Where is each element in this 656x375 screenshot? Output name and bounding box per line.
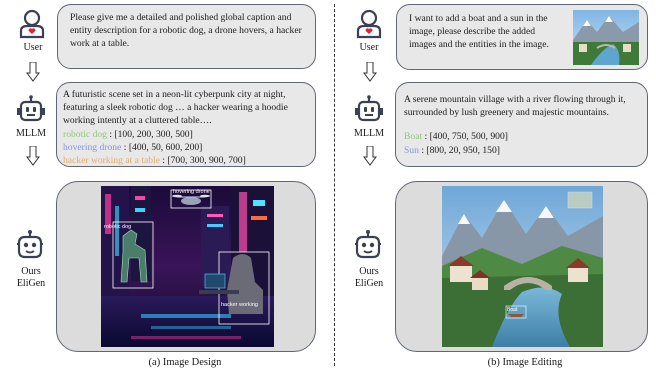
ours-text: Ours <box>359 266 379 277</box>
generated-image: robotic dog hovering drone hacker workin… <box>101 186 274 347</box>
entity-bbox: : [400, 50, 600, 200] <box>121 141 203 153</box>
user-label: User <box>23 42 43 53</box>
eligen-text: EliGen <box>16 278 46 289</box>
section-divider <box>334 4 335 366</box>
entity-row: hacker working at a table : [700, 300, 9… <box>63 154 307 167</box>
ours-text: Ours <box>21 266 41 277</box>
entity-row: Sun : [800, 20, 950, 150] <box>404 144 641 157</box>
entity-bbox: : [400, 750, 500, 900] <box>422 131 508 143</box>
user-prompt-bubble: Please give me a detailed and polished g… <box>57 4 316 69</box>
user-icon <box>356 9 382 39</box>
entity-list: robotic dog : [100, 200, 300, 500]hoveri… <box>63 128 307 168</box>
entity-name: robotic dog <box>63 128 107 140</box>
user-icon <box>19 9 45 39</box>
eligen-icon <box>355 230 381 259</box>
entity-row: hovering drone : [400, 50, 600, 200] <box>63 141 307 154</box>
down-arrow-icon <box>26 62 40 82</box>
generated-image-panel: Boat <box>395 181 648 352</box>
drone-box-label: hovering drone <box>173 189 210 195</box>
mllm-response-bubble: A futuristic scene set in a neon-lit cyb… <box>56 82 316 167</box>
boat-box-label: Boat <box>507 307 518 313</box>
input-image-thumbnail <box>573 10 639 65</box>
caption-image-editing: (b) Image Editing <box>487 357 563 368</box>
dog-box-label: robotic dog <box>104 224 131 230</box>
entity-row: robotic dog : [100, 200, 300, 500] <box>63 128 307 141</box>
mllm-label: MLLM <box>16 128 46 139</box>
robot-icon <box>17 95 45 122</box>
entity-bbox: : [100, 200, 300, 500] <box>106 128 193 140</box>
ours-label: Ours EliGen <box>1 266 61 290</box>
generated-image-panel: robotic dog hovering drone hacker workin… <box>56 181 316 352</box>
entity-name: hovering drone <box>63 141 122 153</box>
mllm-response-bubble: A serene mountain village with a river f… <box>395 82 648 167</box>
entity-list: Boat : [400, 750, 500, 900]Sun : [800, 2… <box>404 130 641 156</box>
caption-image-design: (a) Image Design <box>148 357 222 368</box>
entity-row: Boat : [400, 750, 500, 900] <box>404 130 641 143</box>
mllm-label: MLLM <box>354 128 384 139</box>
generated-image: Boat <box>442 186 603 347</box>
user-prompt-text: I want to add a boat and a sun in the im… <box>409 13 549 51</box>
entity-name: Sun <box>404 144 419 156</box>
entity-bbox: : [800, 20, 950, 150] <box>418 144 500 156</box>
robot-icon <box>355 95 383 122</box>
eligen-icon <box>17 230 43 259</box>
entity-name: hacker working at a table <box>63 155 160 167</box>
mllm-caption-text: A futuristic scene set in a neon-lit cyb… <box>63 89 288 127</box>
mllm-caption-text: A serene mountain village with a river f… <box>404 94 626 119</box>
user-prompt-text: Please give me a detailed and polished g… <box>70 12 302 50</box>
entity-bbox: : [700, 300, 900, 700] <box>159 155 246 167</box>
down-arrow-icon <box>363 146 377 166</box>
user-label: User <box>359 42 379 53</box>
hacker-box-label: hacker working <box>221 302 258 308</box>
down-arrow-icon <box>26 146 40 166</box>
eligen-text: EliGen <box>354 278 384 289</box>
entity-name: Boat <box>404 131 423 143</box>
ours-label: Ours EliGen <box>339 266 399 290</box>
down-arrow-icon <box>363 62 377 82</box>
